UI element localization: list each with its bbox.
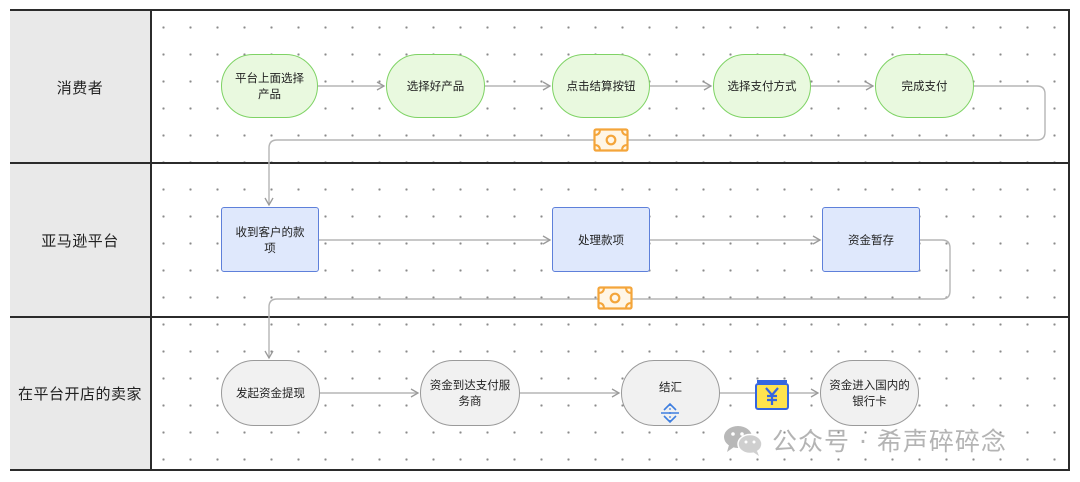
node-withdraw: 发起资金提现 bbox=[221, 360, 320, 426]
lane-label-platform: 亚马逊平台 bbox=[10, 164, 152, 316]
watermark-text: 公众号 · 希声碎碎念 bbox=[772, 427, 1007, 456]
watermark: 公众号 · 希声碎碎念 bbox=[722, 422, 1007, 458]
node-product-chosen: 选择好产品 bbox=[386, 54, 485, 118]
node-payment-provider: 资金到达支付服务商 bbox=[420, 360, 520, 426]
node-hold-funds: 资金暂存 bbox=[822, 207, 920, 272]
node-process-funds-label: 处理款项 bbox=[578, 232, 624, 247]
node-payment-complete-label: 完成支付 bbox=[901, 79, 948, 93]
lane-divider-1 bbox=[10, 162, 1070, 164]
edge-hold-to-withdraw bbox=[264, 239, 951, 360]
node-domestic-bank: 资金进入国内的银行卡 bbox=[820, 360, 919, 426]
node-payment-complete: 完成支付 bbox=[875, 54, 974, 118]
node-hold-funds-label: 资金暂存 bbox=[848, 232, 894, 247]
currency-exchange-icon bbox=[661, 402, 679, 424]
node-currency-exchange-label: 结汇 bbox=[659, 380, 682, 394]
node-withdraw-label: 发起资金提现 bbox=[236, 386, 305, 400]
node-select-product: 平台上面选择产品 bbox=[221, 54, 318, 118]
node-process-funds: 处理款项 bbox=[552, 207, 650, 272]
node-receive-funds: 收到客户的款项 bbox=[221, 207, 319, 272]
lane-label-consumer: 消费者 bbox=[10, 11, 152, 163]
lane-divider-2 bbox=[10, 316, 1070, 318]
lane-label-seller-text: 在平台开店的卖家 bbox=[17, 385, 142, 403]
banknote-icon bbox=[593, 128, 629, 152]
yen-wallet-icon bbox=[755, 380, 789, 410]
edge-complete-to-received bbox=[264, 85, 1046, 207]
banknote-icon bbox=[597, 286, 633, 310]
node-payment-method: 选择支付方式 bbox=[713, 54, 811, 118]
node-payment-provider-label: 资金到达支付服务商 bbox=[429, 378, 511, 408]
node-checkout-label: 点击结算按钮 bbox=[566, 79, 636, 93]
lane-label-platform-text: 亚马逊平台 bbox=[41, 231, 119, 250]
node-select-product-label: 平台上面选择产品 bbox=[235, 71, 304, 101]
lane-label-consumer-text: 消费者 bbox=[56, 78, 104, 97]
node-receive-funds-label: 收到客户的款项 bbox=[235, 224, 305, 255]
wechat-icon bbox=[724, 426, 763, 456]
lane-label-seller: 在平台开店的卖家 bbox=[10, 318, 152, 469]
node-currency-exchange: 结汇 bbox=[621, 360, 720, 426]
node-checkout: 点击结算按钮 bbox=[552, 54, 650, 118]
node-domestic-bank-label: 资金进入国内的银行卡 bbox=[829, 378, 910, 408]
node-product-chosen-label: 选择好产品 bbox=[406, 79, 465, 93]
node-payment-method-label: 选择支付方式 bbox=[727, 79, 797, 93]
